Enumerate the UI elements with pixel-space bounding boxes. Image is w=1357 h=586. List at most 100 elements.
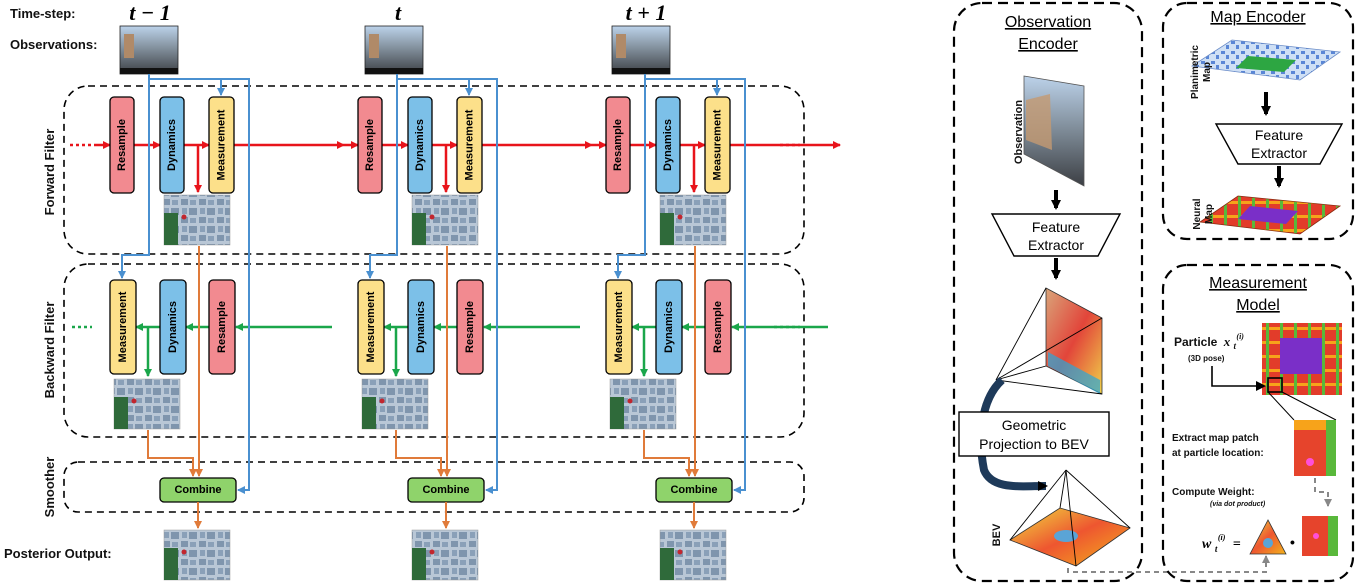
pose-note: (3D pose)	[1188, 354, 1225, 363]
frustum-line-2	[995, 317, 1103, 381]
particle-subscript: t	[1234, 341, 1237, 351]
backward-resample-1-label: Resample	[464, 301, 476, 353]
patch-to-weight-link	[1314, 478, 1332, 507]
obs-to-backward-measurement-2	[614, 74, 646, 279]
backward-resample-1	[456, 279, 484, 375]
forward-measurement-1	[456, 96, 483, 194]
backward-filter-label: Backward Filter	[42, 302, 57, 399]
backward-to-combine-link-2	[643, 430, 693, 477]
posterior-map-0-park	[164, 548, 178, 580]
map-patch-band-2	[1326, 420, 1336, 476]
map-encoder-title: Map Encoder	[1210, 9, 1306, 26]
forward-measurement-1-label: Measurement	[463, 109, 475, 180]
map-feature-extractor-line-1: Feature	[1255, 127, 1303, 143]
backward-dynamics-2-label: Dynamics	[663, 301, 675, 353]
obs-to-backward-measurement-0	[118, 74, 150, 279]
bev-pyramid-3	[1065, 469, 1131, 529]
backward-dynamics-2	[655, 279, 683, 375]
backward-resample-0	[208, 279, 236, 375]
weight-bev-spot	[1263, 538, 1273, 548]
backward-measurement-0-label: Measurement	[117, 291, 129, 362]
observation-photo-2-building	[616, 34, 626, 58]
forward-resample-2	[605, 96, 631, 194]
timestep-label-2: t + 1	[626, 0, 667, 25]
forward-dynamics-2-label: Dynamics	[662, 119, 674, 171]
weight-formula: w t (i) =	[1202, 529, 1241, 556]
bev-to-weight-link	[1067, 555, 1270, 573]
planimetric-label-2: Map	[1202, 62, 1213, 82]
compute-weight-note: (via dot product)	[1210, 501, 1266, 508]
backward-measurement-1-label: Measurement	[365, 291, 377, 362]
forward-filter-label: Forward Filter	[42, 129, 57, 216]
observation-photo-0-bar	[120, 68, 178, 74]
backward-dynamics-0-label: Dynamics	[167, 301, 179, 353]
bev-camera-spot	[1054, 530, 1078, 542]
forward-map-2-park	[660, 213, 674, 245]
compute-weight-label: Compute Weight:	[1172, 487, 1255, 498]
particle-superscript: (i)	[1236, 332, 1244, 341]
backward-map-0-park	[114, 397, 128, 429]
observations-label: Observations:	[10, 37, 97, 52]
weight-superscript: (i)	[1218, 533, 1226, 542]
backward-measurement-2-label: Measurement	[613, 291, 625, 362]
feature-map-road	[1048, 352, 1100, 394]
particle-label: Particle	[1174, 335, 1218, 349]
time-step-label: Time-step:	[10, 6, 76, 21]
timestep-label-1: t	[395, 0, 402, 25]
map-patch-band	[1294, 420, 1336, 430]
neural-map-region	[1238, 206, 1298, 224]
geometric-projection-line-2: Projection to BEV	[979, 436, 1089, 452]
bev-pyramid-2	[1059, 469, 1067, 509]
obs-to-forward-measurement-0	[149, 78, 225, 96]
particle-text: Particle x t (i)	[1174, 332, 1244, 352]
forward-dynamics-2	[655, 96, 681, 194]
neural-label-1: Neural	[1192, 198, 1203, 229]
posterior-map-2-particles	[677, 549, 683, 555]
map-encoder-frame	[1161, 1, 1355, 241]
weight-patch-dot	[1313, 533, 1319, 539]
forward-map-2-particles	[677, 214, 683, 220]
backward-dynamics-0	[159, 279, 187, 375]
backward-resample-0-label: Resample	[216, 301, 228, 353]
forward-map-1-park	[412, 213, 426, 245]
backward-dynamics-1	[407, 279, 435, 375]
posterior-map-1-particles	[429, 549, 435, 555]
frustum-line-3	[995, 379, 1103, 395]
weight-symbol: w	[1202, 537, 1212, 552]
backward-map-0-particles	[131, 398, 137, 404]
backward-to-combine-link-0	[147, 430, 197, 477]
backward-map-2-particles	[627, 398, 633, 404]
obs-feature-extractor	[990, 213, 1122, 257]
map-feature-extractor-line-2: Extractor	[1251, 145, 1307, 161]
obs-to-forward-measurement-1	[397, 78, 473, 96]
particle-location-box	[1267, 377, 1283, 393]
weight-bev-triangle	[1249, 519, 1287, 555]
forward-resample-1	[357, 96, 383, 194]
observation-encoder-frame	[952, 1, 1144, 583]
extract-label-2: at particle location:	[1172, 448, 1264, 459]
observation-image-label: Observation	[1013, 100, 1025, 164]
geometric-projection-line-1: Geometric	[1002, 417, 1067, 433]
backward-measurement-0	[109, 279, 137, 375]
posterior-map-1-park	[412, 548, 426, 580]
bev-label: BEV	[991, 523, 1003, 546]
forward-map-0-particles	[181, 214, 187, 220]
frustum-line-4	[995, 365, 1047, 381]
measurement-model-title-1: Measurement	[1209, 275, 1307, 292]
observation-photo-1-building	[369, 34, 379, 58]
backward-filter-frame	[63, 263, 805, 438]
smoother-frame	[63, 461, 805, 513]
timestep-label-0: t − 1	[129, 0, 170, 25]
backward-dynamics-1-label: Dynamics	[415, 301, 427, 353]
forward-resample-0	[109, 96, 135, 194]
forward-resample-1-label: Resample	[364, 119, 376, 171]
weight-subscript: t	[1215, 544, 1218, 554]
projection-arrow	[977, 377, 1048, 492]
measurement-model-frame	[1161, 263, 1355, 583]
posterior-map-2-park	[660, 548, 674, 580]
backward-map-2-park	[610, 397, 624, 429]
backward-measurement-1	[357, 279, 385, 375]
combine-label-0: Combine	[174, 484, 221, 496]
